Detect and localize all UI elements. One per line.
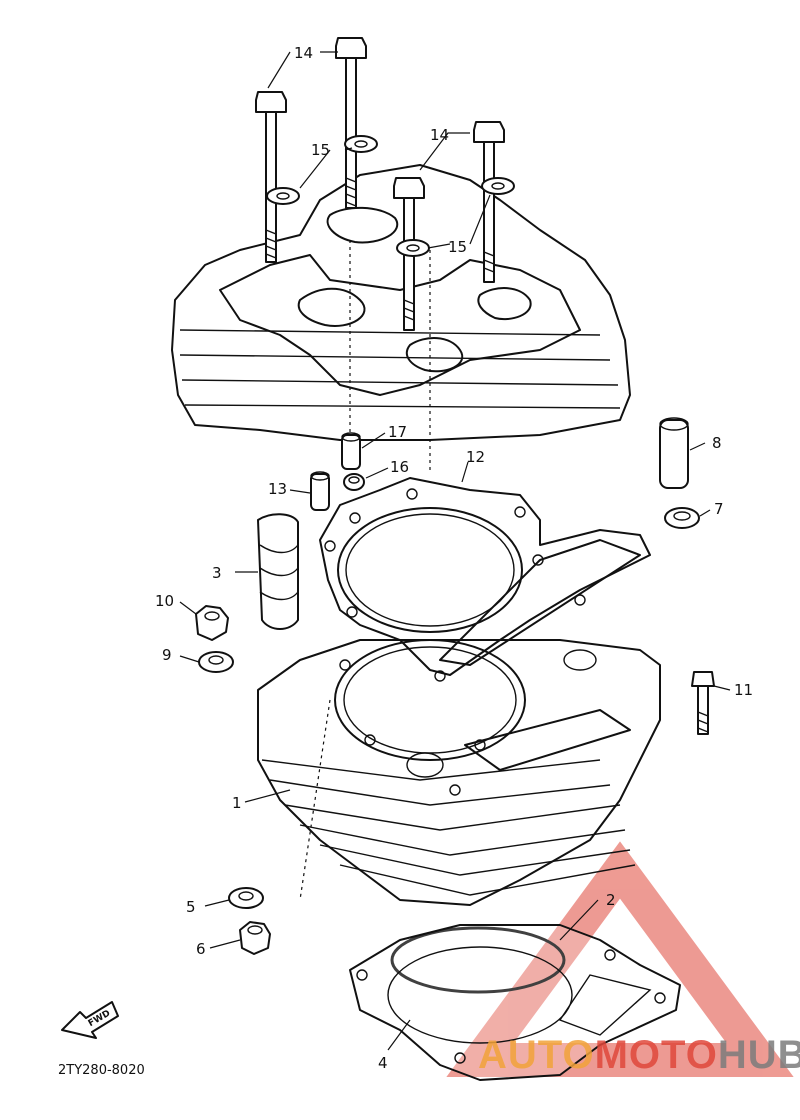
callout-15-right: 15	[448, 238, 467, 256]
callout-2: 2	[606, 891, 616, 909]
base-gasket-4	[349, 924, 681, 1081]
callout-9: 9	[162, 646, 172, 664]
washer-5	[228, 887, 264, 909]
washer-9	[198, 651, 234, 673]
head-gasket-12	[319, 477, 651, 682]
callout-11: 11	[734, 681, 753, 699]
callout-15-left: 15	[311, 141, 330, 159]
dowel-pin-17	[341, 432, 361, 470]
callout-13: 13	[268, 480, 287, 498]
callout-7: 7	[714, 500, 724, 518]
head-bolt-center-right	[393, 177, 425, 331]
callout-14-right: 14	[430, 126, 449, 144]
callout-4: 4	[378, 1054, 388, 1072]
nut-10	[195, 605, 229, 641]
washers	[266, 135, 515, 257]
callout-3: 3	[212, 564, 222, 582]
callout-12: 12	[466, 448, 485, 466]
watermark-moto: MOTO	[595, 1033, 718, 1077]
bolt-11	[691, 671, 715, 735]
callout-6: 6	[196, 940, 206, 958]
o-ring-16	[343, 473, 365, 491]
watermark-text: AUTOMOTOHUB	[478, 1033, 800, 1077]
callout-1: 1	[232, 794, 242, 812]
chain-guide-3	[257, 513, 299, 630]
cylinder-head	[171, 164, 631, 470]
head-bolt-left	[255, 91, 287, 263]
watermark-auto: AUTO	[478, 1033, 595, 1077]
o-ring-2	[390, 926, 566, 994]
callouts: 14 15 14 15 17 16 12 13 8 7 3 10 9 11 1 …	[155, 44, 753, 1072]
callout-16: 16	[390, 458, 409, 476]
dowel-pin-13	[310, 471, 330, 511]
callout-17: 17	[388, 423, 407, 441]
callout-5: 5	[186, 898, 196, 916]
fwd-arrow-icon	[61, 1001, 119, 1039]
leader-lines	[179, 51, 731, 1051]
head-bolt-right	[473, 121, 505, 283]
callout-10: 10	[155, 592, 174, 610]
callout-14-left: 14	[294, 44, 313, 62]
nut-6	[239, 921, 271, 955]
watermark-logo	[446, 841, 794, 1077]
cylinder-1	[257, 639, 661, 906]
part-number: 2TY280-8020	[58, 1063, 145, 1078]
washer-7	[664, 507, 700, 529]
watermark-hub: HUB	[718, 1033, 800, 1077]
callout-8: 8	[712, 434, 722, 452]
stud-bolt-8	[659, 417, 689, 489]
head-bolt-center-left	[335, 37, 367, 209]
